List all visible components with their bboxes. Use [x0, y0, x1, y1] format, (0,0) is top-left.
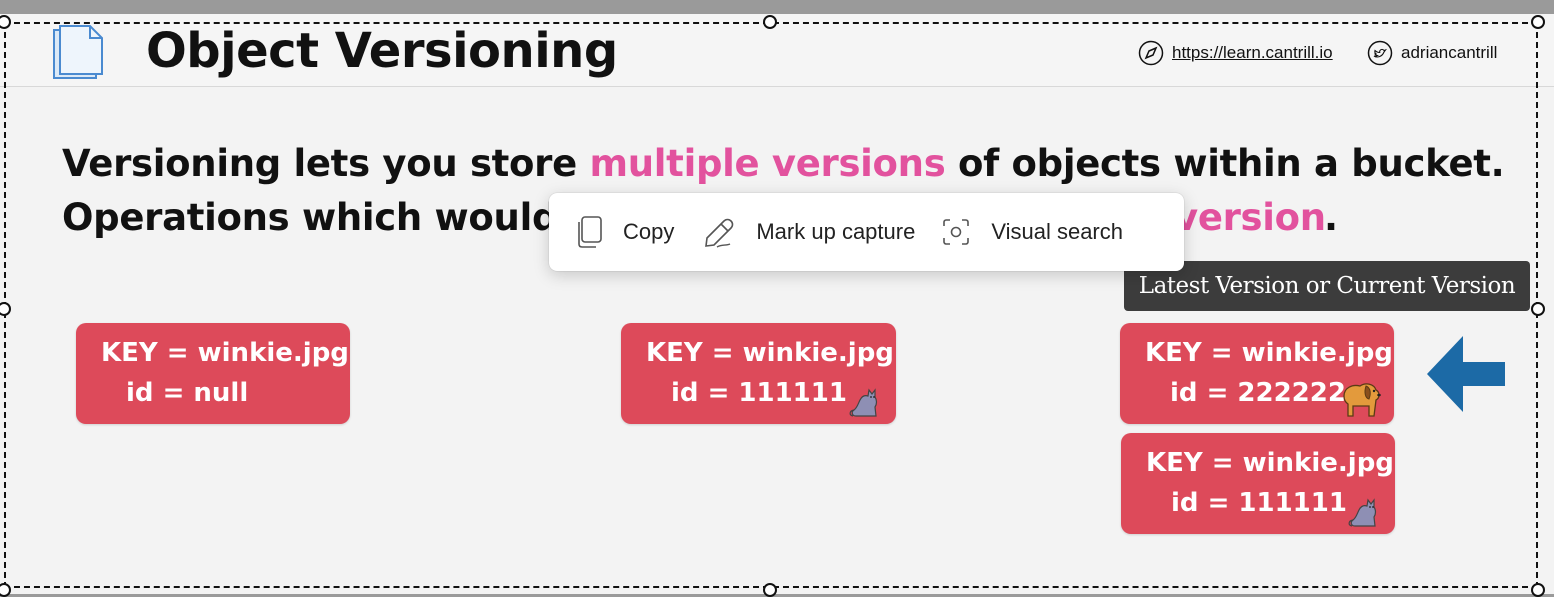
object-id: id = 111111: [1171, 488, 1347, 518]
page-title: Object Versioning: [146, 23, 618, 79]
resize-handle-top-right[interactable]: [1531, 15, 1545, 29]
slide-header: Object Versioning https://learn.cantrill…: [0, 14, 1554, 87]
object-id: id = 111111: [671, 378, 847, 408]
headline-1-after: of objects within a bucket.: [945, 142, 1505, 185]
twitter-handle-label: adriancantrill: [1401, 43, 1498, 62]
course-link-label[interactable]: https://learn.cantrill.io: [1172, 43, 1333, 62]
object-key: KEY = winkie.jpg: [646, 338, 894, 368]
copy-label[interactable]: Copy: [623, 219, 675, 244]
object-id: id = 222222: [1170, 378, 1346, 408]
resize-handle-right[interactable]: [1531, 302, 1545, 316]
copy-icon: [578, 216, 602, 248]
object-key: KEY = winkie.jpg: [1146, 448, 1394, 478]
copy-button[interactable]: Copy: [575, 193, 674, 271]
visual-search-button[interactable]: Visual search: [941, 193, 1123, 271]
headline-1-highlight: multiple versions: [589, 142, 946, 185]
headline-2-after: .: [1324, 196, 1338, 239]
slide: Object Versioning https://learn.cantrill…: [0, 14, 1554, 594]
pen-icon: [705, 218, 734, 248]
headline-1-before: Versioning lets you store: [62, 142, 590, 185]
visual-search-label[interactable]: Visual search: [991, 219, 1123, 244]
headline-2-highlight: version: [1174, 196, 1326, 239]
course-link[interactable]: https://learn.cantrill.io: [1138, 40, 1333, 66]
headline-line-1: Versioning lets you store multiple versi…: [62, 142, 1505, 185]
object-key: KEY = winkie.jpg: [1145, 338, 1393, 368]
twitter-icon: [1367, 40, 1393, 66]
headline-line-2: Operations which would version.: [62, 196, 1338, 239]
object-version-222222: KEY = winkie.jpg id = 222222: [1120, 323, 1394, 424]
resize-handle-left[interactable]: [0, 302, 11, 316]
dog-icon: [1343, 383, 1381, 417]
object-version-111111-previous: KEY = winkie.jpg id = 111111: [1121, 433, 1395, 534]
document-icon: [53, 25, 103, 79]
mark-up-capture-label[interactable]: Mark up capture: [756, 219, 916, 244]
resize-handle-top-left[interactable]: [0, 15, 11, 29]
mark-up-capture-button[interactable]: Mark up capture: [700, 193, 915, 271]
latest-version-tooltip: Latest Version or Current Version: [1124, 261, 1530, 311]
arrow-left-icon: [1427, 336, 1505, 412]
headline-2-before: Operations which would: [62, 196, 559, 239]
resize-handle-bottom-right[interactable]: [1531, 583, 1545, 597]
object-key: KEY = winkie.jpg: [101, 338, 349, 368]
resize-handle-bottom[interactable]: [763, 583, 777, 597]
object-id: id = null: [126, 378, 249, 408]
object-version-111111: KEY = winkie.jpg id = 111111: [621, 323, 896, 424]
cat-icon: [1348, 498, 1377, 527]
visual-search-icon: [943, 219, 970, 245]
compass-icon: [1138, 40, 1164, 66]
object-version-null: KEY = winkie.jpg id = null: [76, 323, 350, 424]
capture-context-menu: Copy Mark up capture Visual search: [549, 193, 1184, 271]
cat-icon: [849, 388, 878, 417]
twitter-handle: adriancantrill: [1367, 40, 1497, 66]
resize-handle-top[interactable]: [763, 15, 777, 29]
resize-handle-bottom-left[interactable]: [0, 583, 11, 597]
